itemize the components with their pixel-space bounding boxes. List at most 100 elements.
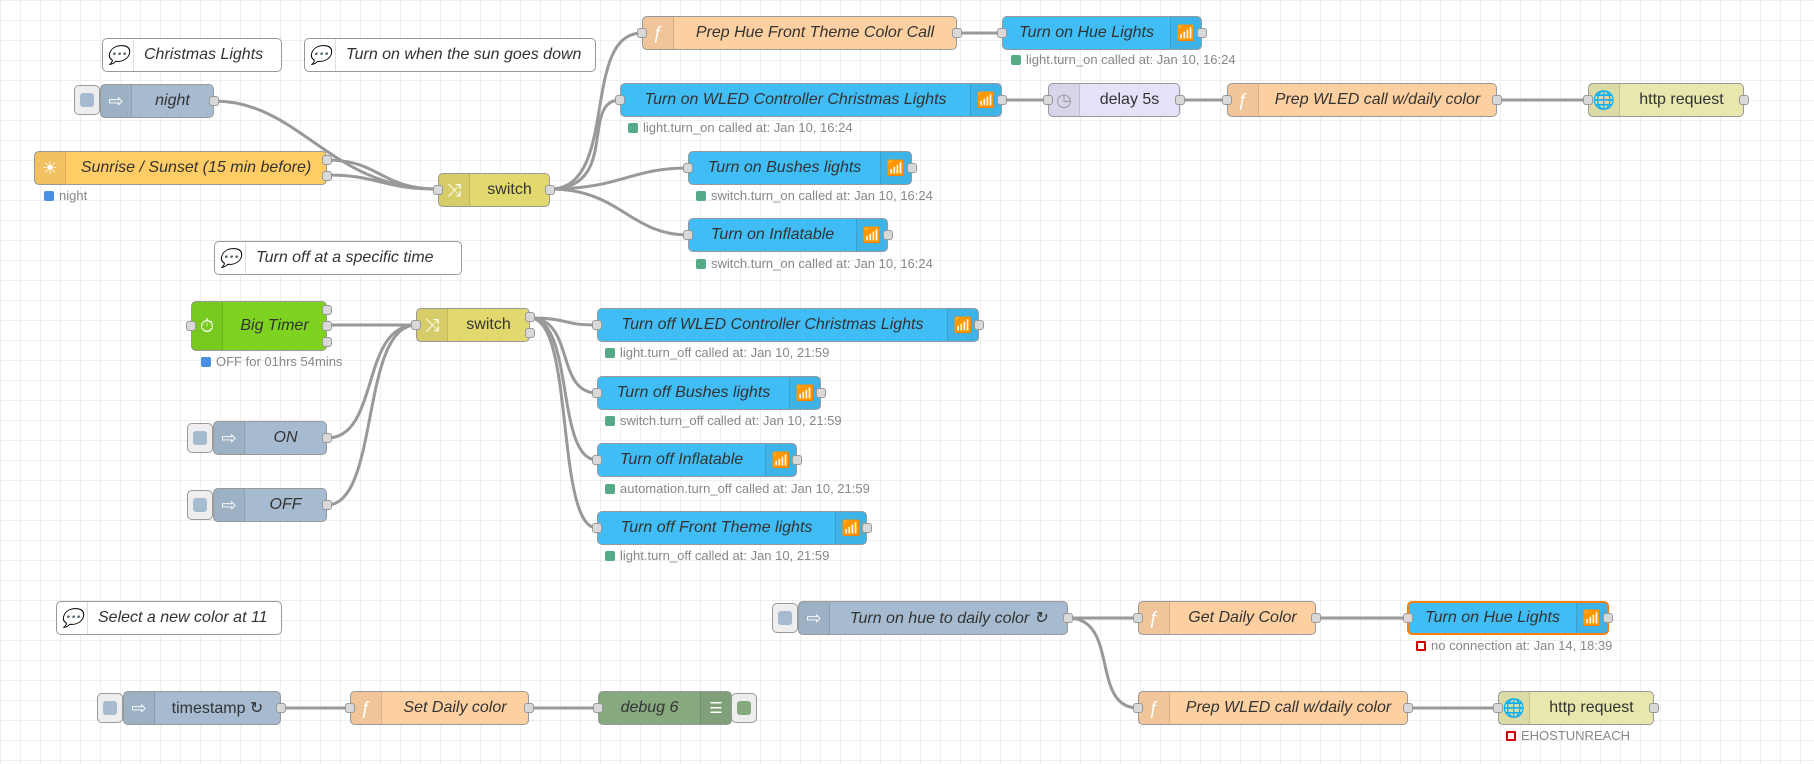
status-dot bbox=[44, 190, 54, 201]
output-port[interactable] bbox=[907, 163, 917, 173]
node-label: switch bbox=[487, 181, 532, 198]
output-port[interactable] bbox=[952, 28, 962, 38]
output-port[interactable] bbox=[209, 96, 219, 106]
output-port[interactable] bbox=[862, 523, 872, 533]
input-port[interactable] bbox=[683, 230, 693, 240]
delay-node[interactable]: ◷ delay 5s bbox=[1043, 83, 1185, 117]
switch-node[interactable]: ⤨ switch bbox=[411, 308, 535, 342]
output-port[interactable] bbox=[997, 95, 1007, 105]
function-icon: ƒ bbox=[643, 17, 674, 49]
output-port[interactable] bbox=[322, 155, 332, 165]
output-port[interactable] bbox=[322, 433, 332, 443]
inject-node-off[interactable]: ⇨ OFF bbox=[213, 488, 332, 522]
inject-button[interactable] bbox=[74, 85, 100, 115]
output-port[interactable] bbox=[524, 703, 534, 713]
input-port[interactable] bbox=[411, 320, 421, 330]
ha-node-inflatable[interactable]: Turn on Inflatable 📶 bbox=[683, 218, 893, 252]
input-port[interactable] bbox=[1133, 703, 1143, 713]
ha-node-hue-lights[interactable]: Turn on Hue Lights 📶 bbox=[997, 16, 1207, 50]
inject-button[interactable] bbox=[772, 603, 798, 633]
ha-node-front-off[interactable]: Turn off Front Theme lights 📶 bbox=[592, 511, 872, 545]
output-port[interactable] bbox=[792, 455, 802, 465]
inject-button[interactable] bbox=[187, 423, 213, 453]
debug-toggle-button[interactable] bbox=[731, 693, 757, 723]
ha-node-wled[interactable]: Turn on WLED Controller Christmas Lights… bbox=[615, 83, 1007, 117]
input-port[interactable] bbox=[1043, 95, 1053, 105]
output-port[interactable] bbox=[883, 230, 893, 240]
comment-new-color[interactable]: 💬 Select a new color at 11 bbox=[56, 601, 282, 635]
http-request-node[interactable]: 🌐 http request bbox=[1493, 691, 1659, 725]
output-port[interactable] bbox=[1403, 703, 1413, 713]
inject-node-night[interactable]: ⇨ night bbox=[100, 84, 219, 118]
function-node-prep-wled[interactable]: ƒ Prep WLED call w/daily color bbox=[1222, 83, 1502, 117]
output-port[interactable] bbox=[1739, 95, 1749, 105]
input-port[interactable] bbox=[1403, 613, 1413, 623]
output-port[interactable] bbox=[525, 328, 535, 338]
node-label: Turn on hue to daily color ↻ bbox=[849, 610, 1048, 627]
output-port[interactable] bbox=[1603, 613, 1613, 623]
output-port[interactable] bbox=[1492, 95, 1502, 105]
input-port[interactable] bbox=[1583, 95, 1593, 105]
switch-node[interactable]: ⤨ switch bbox=[433, 173, 555, 207]
output-port[interactable] bbox=[1311, 613, 1321, 623]
output-port[interactable] bbox=[1175, 95, 1185, 105]
input-port[interactable] bbox=[683, 163, 693, 173]
comment-christmas-lights[interactable]: 💬 Christmas Lights bbox=[102, 38, 282, 72]
input-port[interactable] bbox=[592, 455, 602, 465]
output-port[interactable] bbox=[322, 305, 332, 315]
output-port[interactable] bbox=[545, 185, 555, 195]
function-node-prep-hue[interactable]: ƒ Prep Hue Front Theme Color Call bbox=[637, 16, 962, 50]
input-port[interactable] bbox=[615, 95, 625, 105]
ha-node-hue-lights-selected[interactable]: Turn on Hue Lights 📶 bbox=[1403, 601, 1613, 635]
output-port[interactable] bbox=[816, 388, 826, 398]
input-port[interactable] bbox=[592, 388, 602, 398]
http-request-node[interactable]: 🌐 http request bbox=[1583, 83, 1749, 117]
input-port[interactable] bbox=[592, 320, 602, 330]
output-port[interactable] bbox=[1649, 703, 1659, 713]
node-label: Get Daily Color bbox=[1188, 609, 1297, 626]
input-port[interactable] bbox=[1222, 95, 1232, 105]
input-port[interactable] bbox=[593, 703, 603, 713]
inject-button[interactable] bbox=[97, 693, 123, 723]
status-text: switch.turn_on called at: Jan 10, 16:24 bbox=[711, 188, 933, 203]
input-port[interactable] bbox=[1493, 703, 1503, 713]
node-label: timestamp ↻ bbox=[171, 700, 264, 717]
output-port[interactable] bbox=[1063, 613, 1073, 623]
arrow-in-icon: ⇨ bbox=[214, 489, 245, 521]
output-port[interactable] bbox=[974, 320, 984, 330]
function-node-set-daily[interactable]: ƒ Set Daily color bbox=[345, 691, 534, 725]
output-port[interactable] bbox=[322, 500, 332, 510]
inject-button[interactable] bbox=[187, 490, 213, 520]
debug-node[interactable]: debug 6 ☰ bbox=[593, 691, 732, 725]
input-port[interactable] bbox=[345, 703, 355, 713]
inject-node-on[interactable]: ⇨ ON bbox=[213, 421, 332, 455]
ha-node-bushes-off[interactable]: Turn off Bushes lights 📶 bbox=[592, 376, 826, 410]
inject-node-hue-daily[interactable]: ⇨ Turn on hue to daily color ↻ bbox=[798, 601, 1073, 635]
ha-node-inflatable-off[interactable]: Turn off Inflatable 📶 bbox=[592, 443, 802, 477]
big-timer-node[interactable]: ⏱ Big Timer bbox=[186, 301, 332, 351]
ha-node-wled-off[interactable]: Turn off WLED Controller Christmas Light… bbox=[592, 308, 984, 342]
output-port[interactable] bbox=[1197, 28, 1207, 38]
status-text: OFF for 01hrs 54mins bbox=[216, 354, 343, 369]
input-port[interactable] bbox=[1133, 613, 1143, 623]
function-icon: ƒ bbox=[1228, 84, 1259, 116]
ha-node-bushes[interactable]: Turn on Bushes lights 📶 bbox=[683, 151, 917, 185]
sunrise-sunset-node[interactable]: ☀ Sunrise / Sunset (15 min before) bbox=[34, 151, 332, 185]
arrow-in-icon: ⇨ bbox=[124, 692, 155, 724]
comment-specific-time[interactable]: 💬 Turn off at a specific time bbox=[214, 241, 462, 275]
status-dot bbox=[696, 258, 706, 269]
input-port[interactable] bbox=[637, 28, 647, 38]
input-port[interactable] bbox=[186, 321, 196, 331]
output-port[interactable] bbox=[276, 703, 286, 713]
output-port[interactable] bbox=[322, 337, 332, 347]
output-port[interactable] bbox=[525, 312, 535, 322]
inject-node-timestamp[interactable]: ⇨ timestamp ↻ bbox=[123, 691, 286, 725]
comment-sun-down[interactable]: 💬 Turn on when the sun goes down bbox=[304, 38, 596, 72]
input-port[interactable] bbox=[592, 523, 602, 533]
output-port[interactable] bbox=[322, 321, 332, 331]
function-node-get-daily[interactable]: ƒ Get Daily Color bbox=[1133, 601, 1321, 635]
output-port[interactable] bbox=[322, 171, 332, 181]
function-node-prep-wled-daily[interactable]: ƒ Prep WLED call w/daily color bbox=[1133, 691, 1413, 725]
input-port[interactable] bbox=[433, 185, 443, 195]
input-port[interactable] bbox=[997, 28, 1007, 38]
